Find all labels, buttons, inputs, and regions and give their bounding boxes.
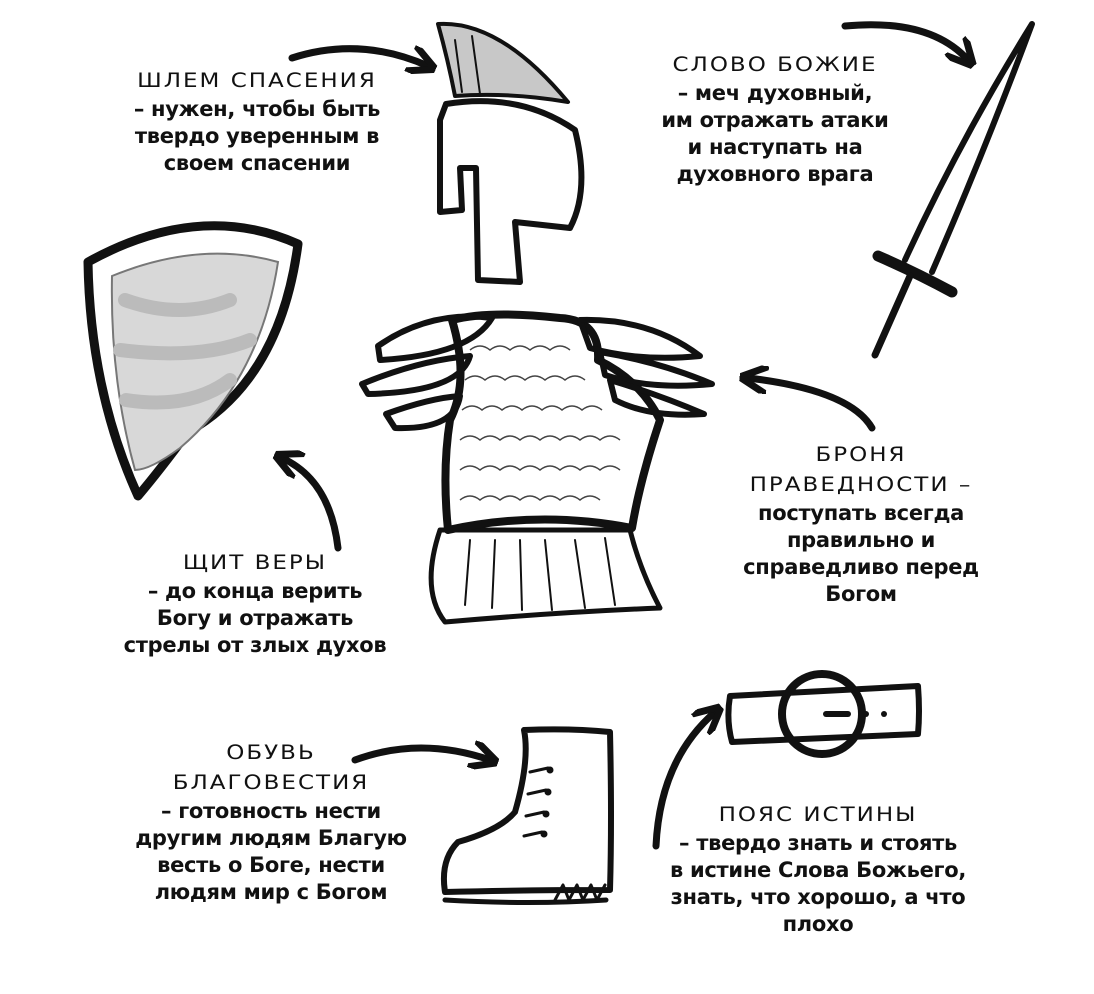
shoes-desc-3: весть о Боге, нести [157, 853, 385, 877]
helmet-desc-1: – нужен, чтобы быть [133, 97, 381, 121]
sword-desc-2: им отражать атаки [661, 108, 889, 132]
helmet-label: шлем спасения – нужен, чтобы быть твердо… [112, 66, 402, 177]
shoes-title-2: благовестия [172, 771, 370, 795]
arrows [282, 21, 968, 850]
helmet-desc-2: твердо уверенным в [134, 124, 380, 148]
breastplate-desc-4: Богом [825, 582, 897, 606]
belt-drawing [725, 670, 922, 758]
boot-drawing [440, 726, 614, 905]
belt-title: пояс истины [718, 803, 918, 827]
belt-desc-3: знать, что хорошо, а что [670, 885, 966, 909]
helmet-desc-3: своем спасении [163, 151, 351, 175]
shield-desc-2: Богу и отражать [156, 606, 354, 630]
belt-desc-4: плохо [782, 912, 854, 936]
helmet-drawing [436, 21, 585, 285]
sword-title: слово божие [672, 53, 878, 77]
shield-label: щит веры – до конца верить Богу и отража… [100, 548, 410, 659]
breastplate-title-1: броня [815, 443, 907, 467]
breastplate-label: броня праведности – поступать всегда пра… [716, 440, 1006, 608]
breastplate-desc-3: справедливо перед [743, 555, 979, 579]
shoes-desc-4: людям мир с Богом [154, 880, 388, 904]
shield-desc-3: стрелы от злых духов [123, 633, 387, 657]
shoes-desc-1: – готовность нести [161, 799, 381, 823]
shield-desc-1: – до конца верить [147, 579, 363, 603]
sword-drawing [871, 21, 1035, 359]
belt-desc-1: – твердо знать и стоять [679, 831, 957, 855]
belt-label: пояс истины – твердо знать и стоять в ис… [648, 800, 988, 938]
shield-title: щит веры [182, 551, 328, 575]
breastplate-drawing [359, 310, 715, 625]
sword-desc-3: и наступать на [687, 135, 863, 159]
helmet-title: шлем спасения [137, 69, 377, 93]
shield-drawing [83, 221, 303, 501]
breastplate-desc-2: правильно и [786, 528, 936, 552]
sword-label: слово божие – меч духовный, им отражать … [640, 50, 910, 188]
shoes-label: обувь благовестия – готовность нести дру… [118, 738, 424, 906]
breastplate-desc-1: поступать всегда [758, 501, 964, 525]
breastplate-title-2: праведности – [749, 473, 973, 497]
shoes-desc-2: другим людям Благую [135, 826, 407, 850]
shoes-title-1: обувь [226, 741, 316, 765]
sword-desc-1: – меч духовный, [677, 81, 873, 105]
belt-desc-2: в истине Слова Божьего, [669, 858, 967, 882]
sword-desc-4: духовного врага [676, 162, 874, 186]
